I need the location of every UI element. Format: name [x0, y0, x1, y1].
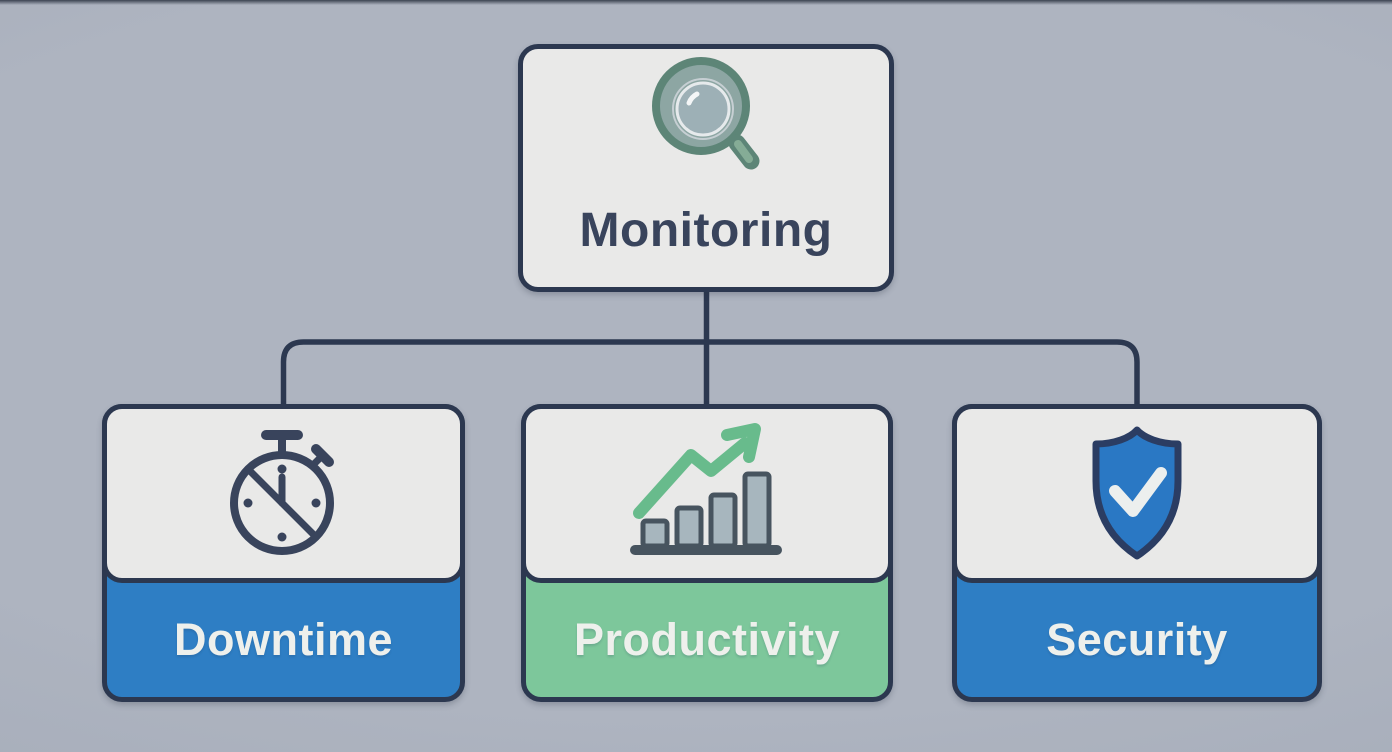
node-monitoring: Monitoring	[518, 44, 894, 292]
node-icon-panel	[952, 404, 1322, 583]
node-downtime: Downtime	[102, 404, 465, 702]
stopwatch-slash-icon	[230, 429, 334, 555]
node-productivity: Productivity	[521, 404, 893, 702]
node-label-band: Downtime	[107, 583, 460, 697]
node-label-band: Security	[957, 583, 1317, 697]
node-icon-panel	[102, 404, 465, 583]
shield-check-icon	[1092, 426, 1182, 559]
node-title: Monitoring	[579, 204, 833, 257]
node-security: Security	[952, 404, 1322, 702]
node-label-band: Productivity	[526, 583, 888, 697]
bar-chart-growth-icon	[630, 423, 782, 555]
node-icon-panel	[521, 404, 893, 583]
node-label: Security	[1046, 614, 1228, 665]
node-label: Productivity	[573, 614, 841, 665]
node-label: Downtime	[173, 614, 393, 665]
magnifier-icon	[651, 57, 759, 170]
